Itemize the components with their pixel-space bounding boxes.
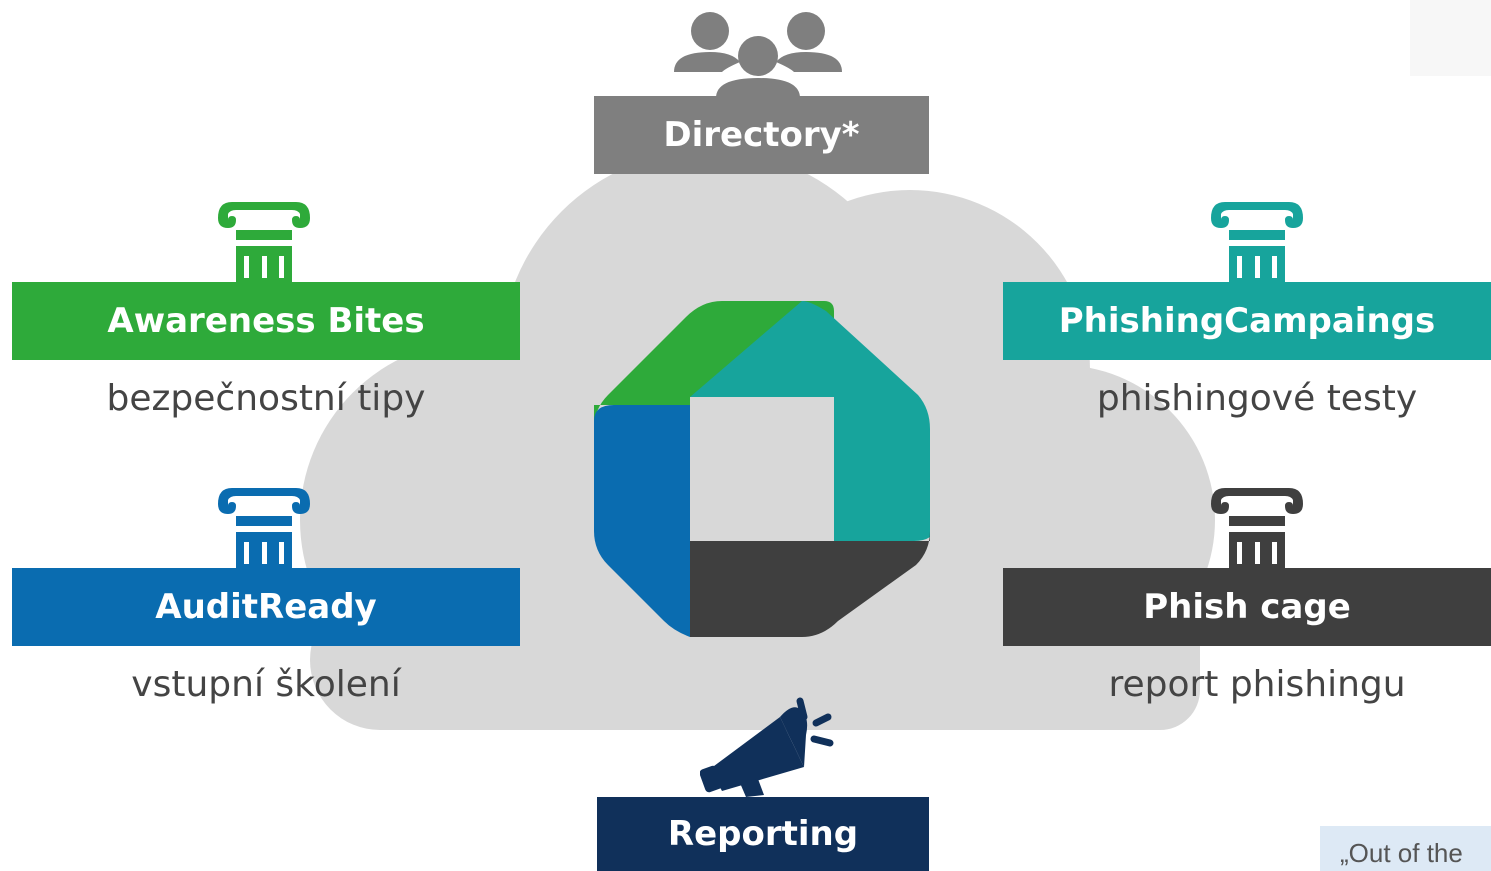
awareness-bites-label: Awareness Bites xyxy=(12,282,520,360)
product-logo-icon xyxy=(594,301,930,637)
audit-ready-label: AuditReady xyxy=(12,568,520,646)
awareness-bites-caption: bezpečnostní tipy xyxy=(106,378,426,419)
pillar-icon xyxy=(218,488,310,572)
pillar-icon xyxy=(218,202,310,286)
people-group-icon xyxy=(674,12,842,98)
corner-decoration xyxy=(1410,0,1491,76)
phish-cage-label: Phish cage xyxy=(1003,568,1491,646)
phish-cage-caption: report phishingu xyxy=(1108,664,1406,705)
phishing-campaigns-caption: phishingové testy xyxy=(1096,378,1418,419)
pillar-icon xyxy=(1211,488,1303,572)
audit-ready-caption: vstupní školení xyxy=(131,664,401,705)
megaphone-icon xyxy=(700,697,834,797)
directory-label: Directory* xyxy=(594,96,929,174)
phishing-campaigns-label: PhishingCampaings xyxy=(1003,282,1491,360)
quote-box: „Out of the xyxy=(1320,826,1491,871)
reporting-label: Reporting xyxy=(597,797,929,871)
pillar-icon xyxy=(1211,202,1303,286)
